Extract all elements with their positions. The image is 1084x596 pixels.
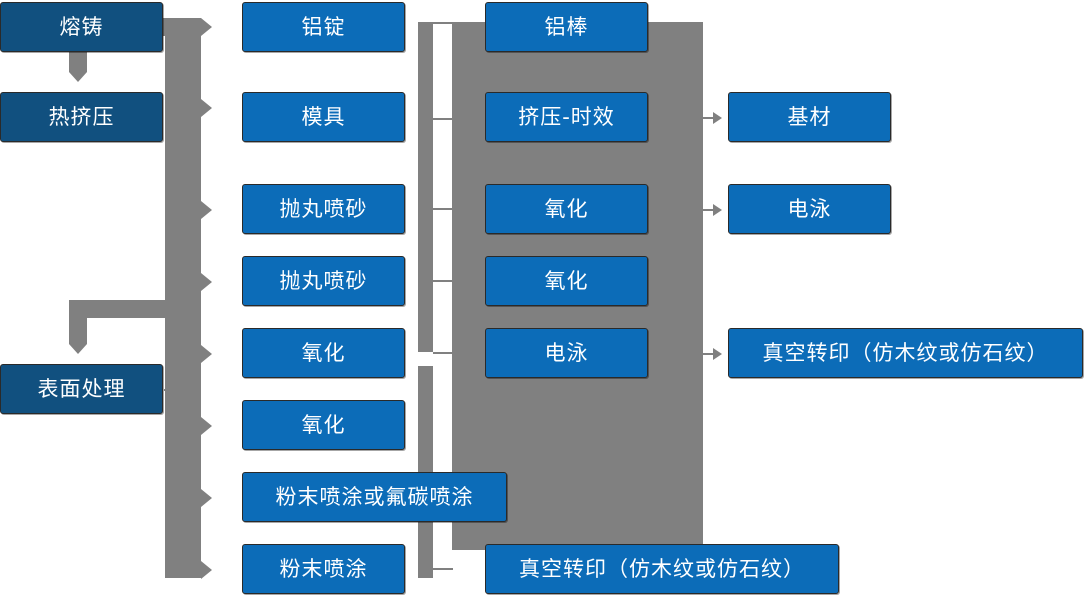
process-box-powder-or-fluorocarbon-coating[interactable]: 粉末喷涂或氟碳喷涂 bbox=[242, 472, 507, 522]
process-label: 电泳 bbox=[787, 196, 832, 221]
process-box-extrusion-aging[interactable]: 挤压-时效 bbox=[485, 92, 648, 142]
band-arrow-to-pa-7 bbox=[201, 489, 212, 507]
band-arrow-down-to-hot-extrusion bbox=[69, 72, 87, 82]
process-label: 抛丸喷砂 bbox=[279, 196, 368, 221]
process-box-oxidation-b1[interactable]: 氧化 bbox=[485, 184, 648, 234]
process-box-electrophoresis-c[interactable]: 电泳 bbox=[728, 184, 891, 234]
process-box-powder-coating[interactable]: 粉末喷涂 bbox=[242, 544, 405, 594]
process-label: 抛丸喷砂 bbox=[279, 268, 368, 293]
process-box-vacuum-transfer-printing-b[interactable]: 真空转印（仿木纹或仿石纹） bbox=[485, 544, 839, 594]
process-box-oxidation-a1[interactable]: 氧化 bbox=[242, 328, 405, 378]
band-mid-thin-upper bbox=[418, 22, 433, 352]
band-arrow-down-to-surface-treatment bbox=[69, 344, 87, 354]
stage-box-hot-extrusion[interactable]: 热挤压 bbox=[0, 92, 163, 142]
process-box-substrate[interactable]: 基材 bbox=[728, 92, 891, 142]
band-arrow-to-pa-8 bbox=[201, 561, 212, 579]
connector-surface-treatment-to-spine bbox=[164, 389, 186, 391]
band-arrow-to-pa-1 bbox=[201, 18, 212, 36]
process-label: 真空转印（仿木纹或仿石纹） bbox=[762, 340, 1049, 365]
band-left-spine bbox=[165, 18, 201, 578]
process-box-aluminium-bar[interactable]: 铝棒 bbox=[485, 2, 648, 52]
stage-label: 熔铸 bbox=[59, 14, 104, 39]
connector-to-pc-3 bbox=[703, 353, 716, 355]
process-label: 电泳 bbox=[544, 340, 589, 365]
process-box-oxidation-a2[interactable]: 氧化 bbox=[242, 400, 405, 450]
process-box-shot-blasting-2[interactable]: 抛丸喷砂 bbox=[242, 256, 405, 306]
band-arrow-to-pa-4 bbox=[201, 273, 212, 291]
tick-connector-5 bbox=[433, 352, 453, 354]
tick-connector-4 bbox=[433, 280, 453, 282]
connector-to-pc-2 bbox=[703, 209, 716, 211]
process-label: 氧化 bbox=[544, 268, 589, 293]
band-left-connector-2 bbox=[69, 300, 179, 318]
process-label: 基材 bbox=[787, 104, 832, 129]
process-box-vacuum-transfer-printing-c[interactable]: 真空转印（仿木纹或仿石纹） bbox=[728, 328, 1083, 378]
process-label: 氧化 bbox=[301, 340, 346, 365]
process-label: 氧化 bbox=[544, 196, 589, 221]
stage-label: 表面处理 bbox=[37, 376, 126, 401]
process-box-aluminium-ingot[interactable]: 铝锭 bbox=[242, 2, 405, 52]
band-arrow-to-pa-2 bbox=[201, 99, 212, 117]
process-label: 模具 bbox=[301, 104, 346, 129]
process-box-oxidation-b2[interactable]: 氧化 bbox=[485, 256, 648, 306]
process-label: 挤压-时效 bbox=[518, 104, 615, 129]
process-label: 粉末喷涂或氟碳喷涂 bbox=[275, 484, 474, 509]
process-label: 铝棒 bbox=[544, 14, 589, 39]
connector-to-pc-1 bbox=[703, 117, 716, 119]
band-arrow-to-pa-6 bbox=[201, 417, 212, 435]
process-box-mould[interactable]: 模具 bbox=[242, 92, 405, 142]
process-label: 氧化 bbox=[301, 412, 346, 437]
arrowhead-to-pc-1 bbox=[713, 112, 722, 124]
tick-connector-3 bbox=[433, 208, 453, 210]
band-arrow-to-pa-3 bbox=[201, 201, 212, 219]
stage-box-melt-casting[interactable]: 熔铸 bbox=[0, 2, 163, 52]
tick-connector-1 bbox=[433, 22, 453, 24]
process-label: 铝锭 bbox=[301, 14, 346, 39]
band-arrow-to-pa-5 bbox=[201, 345, 212, 363]
arrowhead-to-pc-3 bbox=[713, 348, 722, 360]
stage-label: 热挤压 bbox=[48, 104, 115, 129]
process-box-electrophoresis-b[interactable]: 电泳 bbox=[485, 328, 648, 378]
process-label: 真空转印（仿木纹或仿石纹） bbox=[519, 556, 805, 581]
tick-connector-6 bbox=[433, 568, 453, 570]
stage-box-surface-treatment[interactable]: 表面处理 bbox=[0, 364, 163, 414]
process-label: 粉末喷涂 bbox=[279, 556, 368, 581]
tick-connector-2 bbox=[433, 118, 453, 120]
process-box-shot-blasting-1[interactable]: 抛丸喷砂 bbox=[242, 184, 405, 234]
arrowhead-to-pc-2 bbox=[713, 204, 722, 216]
